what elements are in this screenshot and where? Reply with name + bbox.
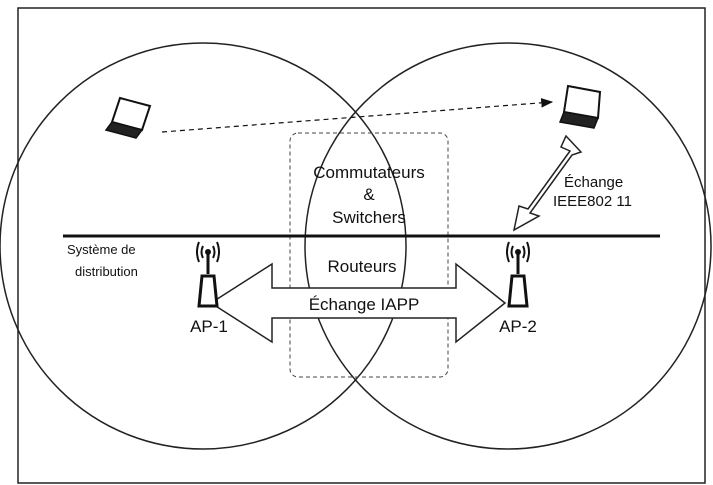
coverage-cell-ap2 (304, 42, 712, 450)
access-point-icon (196, 241, 220, 308)
coverage-cell-ap1 (0, 42, 407, 450)
distribution-label-line1: Système de (67, 242, 136, 257)
switch-label-line2: & (363, 185, 375, 204)
diagram-frame (17, 7, 706, 484)
access-point-icon (506, 241, 530, 308)
ieee-label-line2: IEEE802 11 (553, 193, 632, 210)
distribution-label-line2: distribution (75, 264, 138, 279)
router-label: Routeurs (328, 257, 397, 276)
laptop-icon (558, 84, 602, 129)
ieee80211-exchange-arrow (512, 134, 583, 232)
switch-label-line3: Switchers (332, 208, 406, 227)
iapp-exchange-arrow (209, 262, 507, 344)
switch-router-box (289, 132, 449, 378)
ap1-label: AP-1 (190, 317, 228, 336)
ieee-label-line1: Échange (564, 174, 623, 191)
switch-label-line1: Commutateurs (313, 163, 424, 182)
iapp-label: Échange IAPP (309, 295, 420, 314)
laptop-icon (104, 96, 152, 139)
ap2-label: AP-2 (499, 317, 537, 336)
roaming-arrow (161, 98, 554, 133)
